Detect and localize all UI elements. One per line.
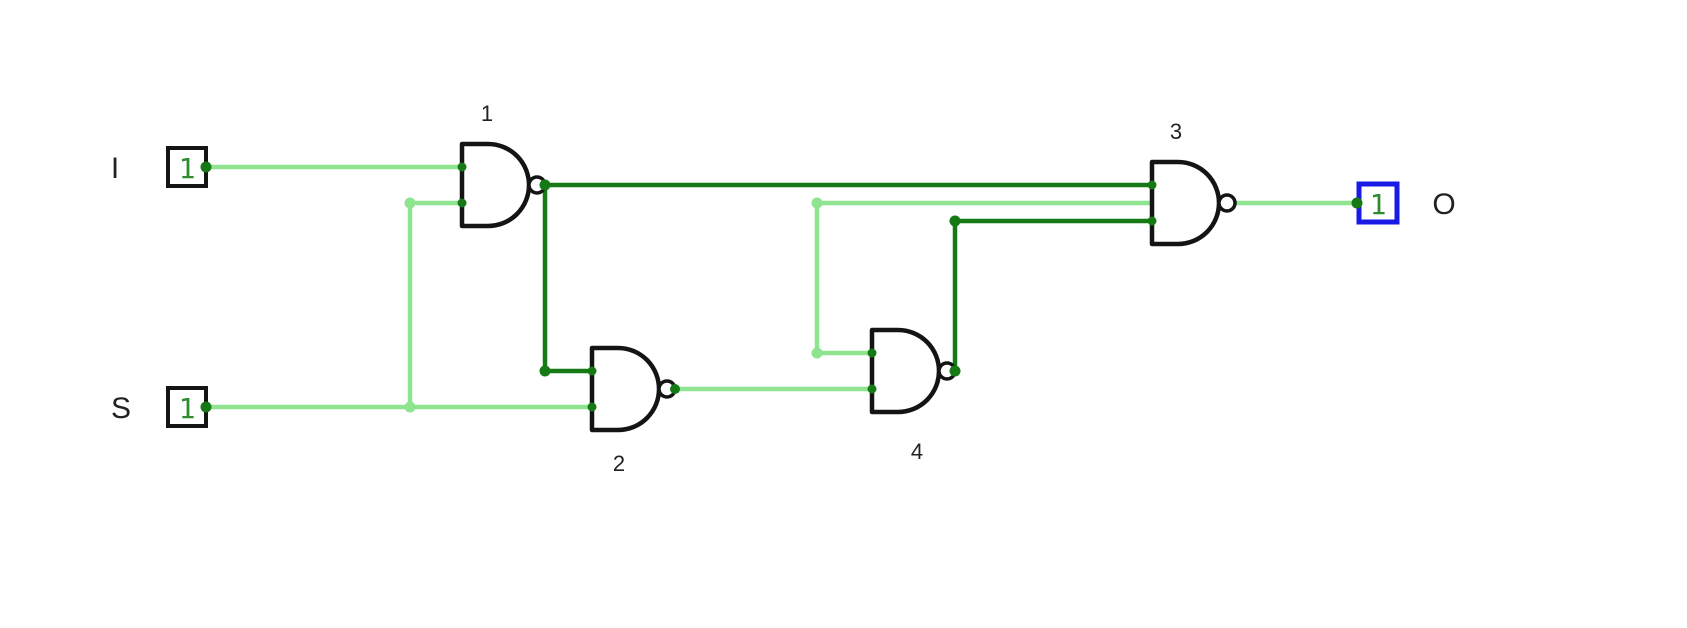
gate-body[interactable]	[869, 327, 942, 415]
nand-gate-2[interactable]: 2	[589, 345, 677, 476]
input-value: 1	[179, 392, 196, 425]
output-label: O	[1432, 188, 1455, 221]
junction-dot	[539, 365, 551, 377]
gate-label: 3	[1170, 119, 1182, 144]
terminal-dot	[200, 161, 212, 173]
terminal-dot	[867, 384, 877, 394]
nand-gate-1[interactable]: 1	[459, 101, 547, 229]
junction-dot	[811, 197, 823, 209]
input-value: 1	[179, 152, 196, 185]
gate-body[interactable]	[589, 345, 662, 433]
terminal-dot	[670, 384, 680, 394]
output-value: 1	[1370, 188, 1387, 221]
junction-dot	[404, 197, 416, 209]
gate-label: 4	[911, 439, 923, 464]
wire-gate3-output-net	[814, 200, 1359, 356]
terminal-dot	[457, 198, 467, 208]
terminal-dot	[1147, 216, 1157, 226]
terminal-dot	[200, 401, 212, 413]
terminal-dot	[587, 402, 597, 412]
junction-dot	[539, 179, 551, 191]
junction-dot	[811, 347, 823, 359]
input-switch-i[interactable]: I 1	[111, 146, 208, 188]
terminal-dot	[1147, 180, 1157, 190]
terminal-dot	[587, 366, 597, 376]
wire-gate1-to-gate2	[542, 185, 592, 374]
input-label: I	[111, 152, 119, 185]
output-probe-o[interactable]: 1 O	[1356, 181, 1456, 225]
inverter-bubble	[1217, 193, 1237, 213]
connection-dots	[200, 161, 1363, 413]
junction-dot	[404, 401, 416, 413]
gate-label: 2	[613, 451, 625, 476]
wire-gate4-to-gate3	[952, 218, 1152, 371]
nand-gate-4[interactable]: 4	[869, 327, 957, 464]
gate-label: 1	[481, 101, 493, 126]
wire-input-s-branch-to-gate1	[407, 200, 462, 407]
terminal-dot	[867, 348, 877, 358]
input-label: S	[111, 392, 131, 425]
terminal-dot	[1351, 197, 1363, 209]
terminal-dot	[457, 162, 467, 172]
nand-gate-3[interactable]: 3	[1149, 119, 1237, 247]
junction-dot	[949, 215, 961, 227]
gate-body[interactable]	[459, 141, 532, 229]
input-switch-s[interactable]: S 1	[111, 386, 208, 428]
terminal-dot	[949, 365, 961, 377]
gate-body[interactable]	[1149, 159, 1222, 247]
